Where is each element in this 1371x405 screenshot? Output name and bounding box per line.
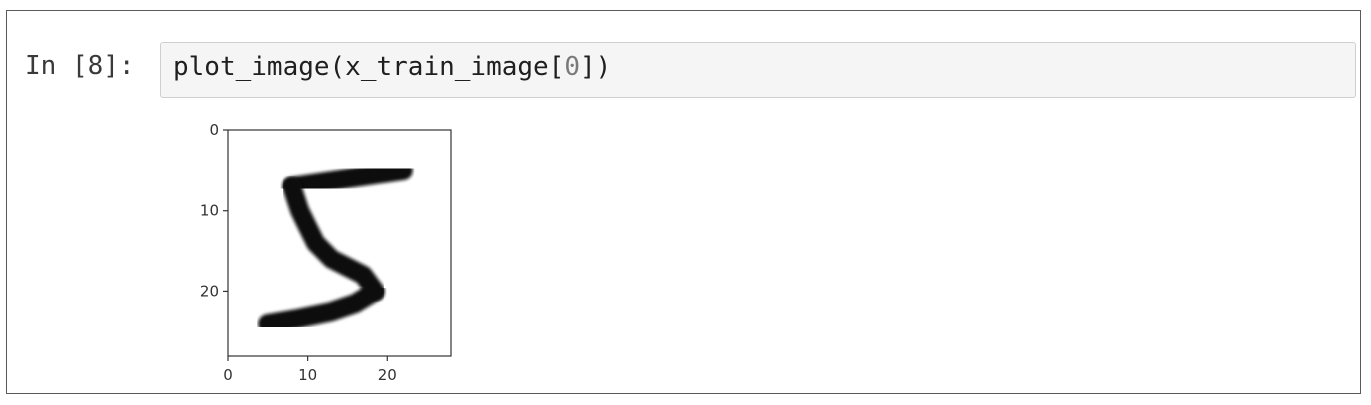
- digit-stroke-3: [258, 281, 385, 334]
- y-tick-label-10: 10: [200, 202, 219, 220]
- code-index-literal: 0: [564, 52, 580, 82]
- y-tick-label-20: 20: [200, 282, 219, 300]
- x-tick-label-20: 20: [378, 366, 397, 384]
- code-text-before: plot_image(x_train_image[: [173, 52, 565, 82]
- mnist-digit-plot: 0 10 20 0 10 20: [200, 121, 452, 384]
- y-tick-label-0: 0: [209, 121, 219, 139]
- code-input-area[interactable]: plot_image(x_train_image[0]): [160, 42, 1356, 98]
- code-text-after: ]): [580, 52, 612, 82]
- cell-prompt: In [8]:: [25, 51, 135, 81]
- cell-output: 0 10 20 0 10 20: [157, 111, 477, 401]
- x-tick-label-0: 0: [223, 366, 233, 384]
- code-line[interactable]: plot_image(x_train_image[0]): [173, 52, 611, 82]
- x-tick-label-10: 10: [298, 366, 317, 384]
- digit-stroke-2: [282, 176, 385, 301]
- plot-frame: [227, 129, 452, 357]
- digit-stroke-1: [282, 160, 413, 197]
